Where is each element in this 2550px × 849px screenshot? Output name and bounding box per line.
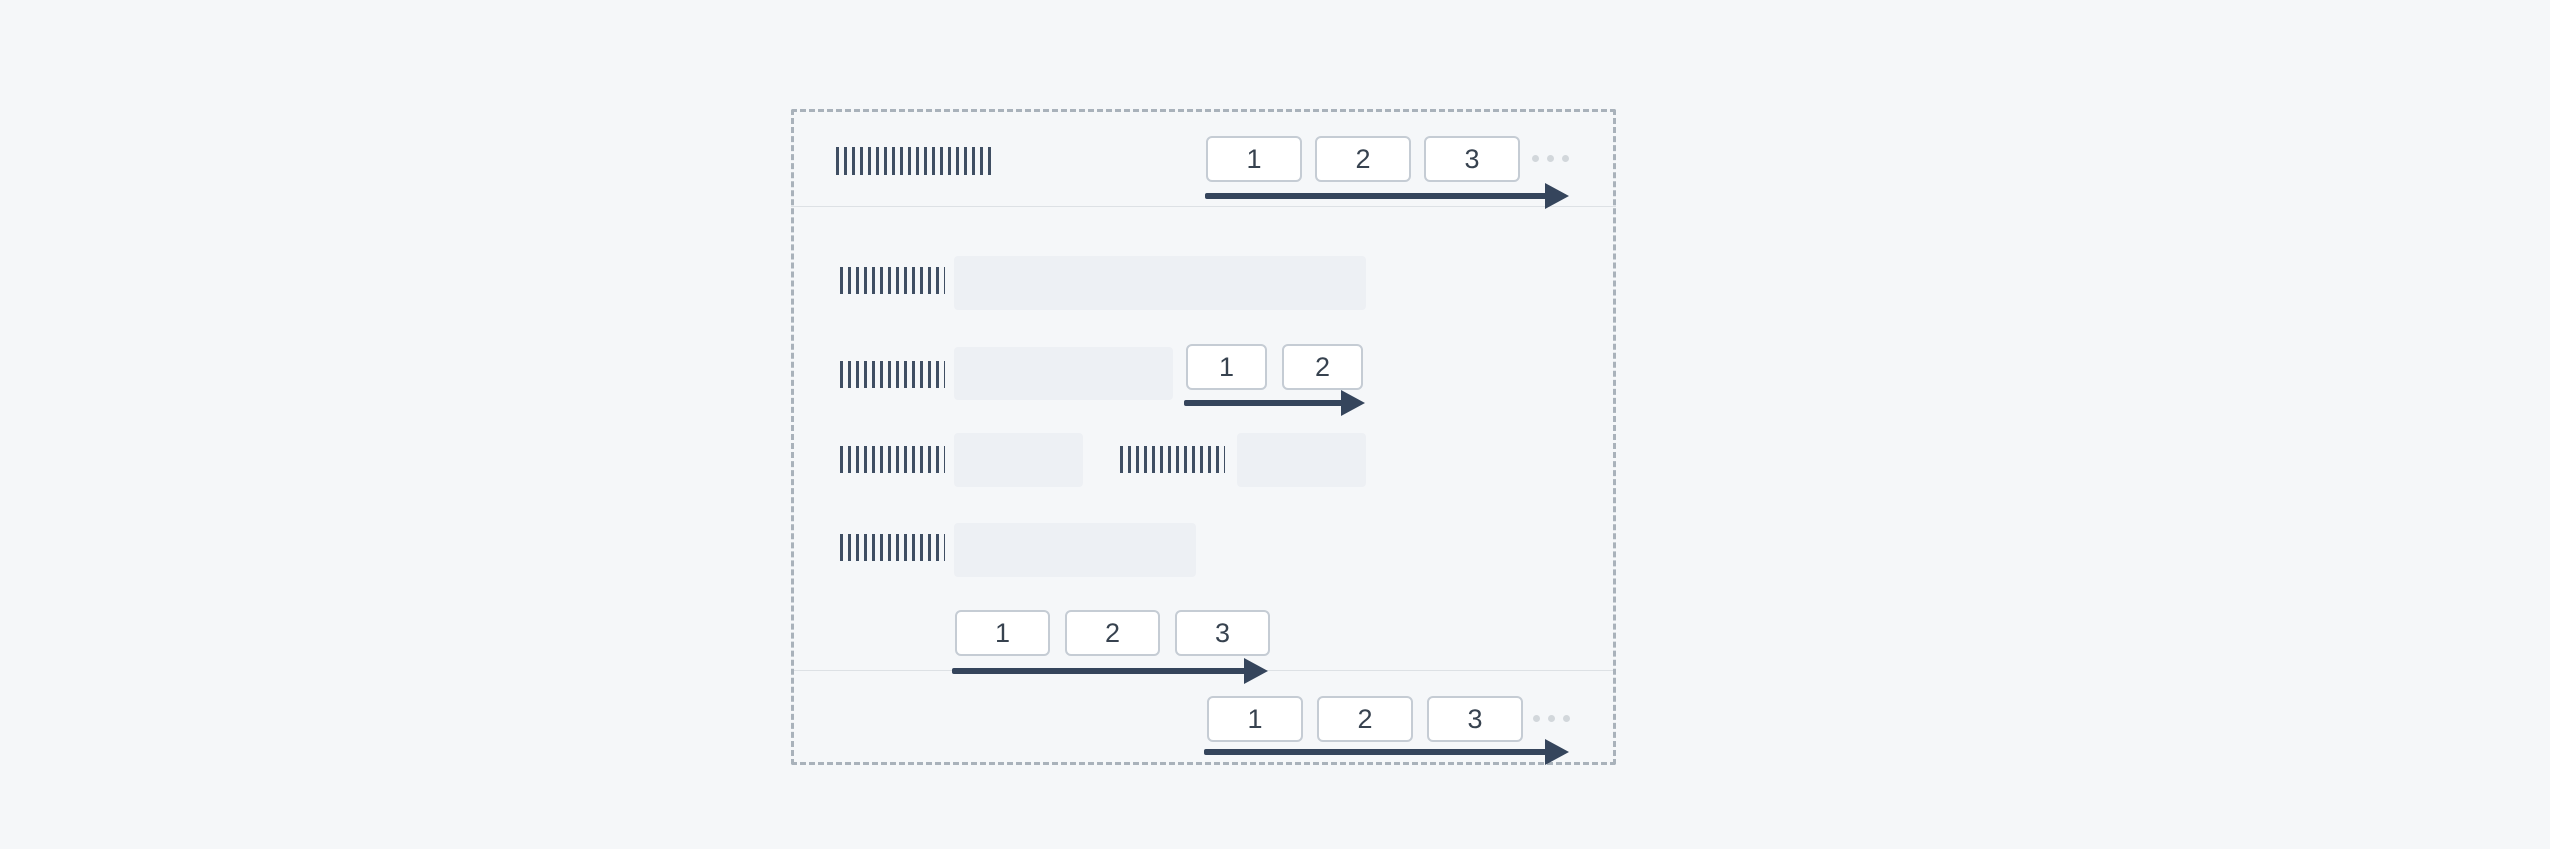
label-placeholder-row4 [840,534,945,561]
arrow-head-icon [1341,390,1365,416]
content-button-1[interactable]: 1 [955,610,1050,656]
dot [1547,155,1554,162]
row2-button-1[interactable]: 1 [1186,344,1267,390]
header-button-2[interactable]: 2 [1315,136,1411,182]
arrow-shaft [1204,749,1547,755]
arrow-shaft [1184,400,1343,406]
input-placeholder-row2[interactable] [954,347,1173,400]
header-button-3[interactable]: 3 [1424,136,1520,182]
footer-button-2[interactable]: 2 [1317,696,1413,742]
label-placeholder-row3-right [1120,446,1225,473]
arrow-shaft [952,668,1246,674]
dot [1562,155,1569,162]
footer-button-1[interactable]: 1 [1207,696,1303,742]
dialog-frame: 1 2 3 1 2 1 2 3 [791,109,1616,765]
content-button-3[interactable]: 3 [1175,610,1270,656]
input-placeholder-row3-right[interactable] [1237,433,1366,487]
dot [1548,715,1555,722]
dot [1533,715,1540,722]
arrow-head-icon [1545,183,1569,209]
arrow-head-icon [1545,739,1569,765]
focus-order-arrow-header [1205,183,1569,209]
overflow-dots-icon [1532,155,1569,162]
footer-button-3[interactable]: 3 [1427,696,1523,742]
label-placeholder-row1 [840,267,945,294]
arrow-shaft [1205,193,1547,199]
dot [1532,155,1539,162]
overflow-dots-icon [1533,715,1570,722]
content-button-2[interactable]: 2 [1065,610,1160,656]
dashed-boundary [791,109,1616,765]
arrow-head-icon [1244,658,1268,684]
dot [1563,715,1570,722]
title-placeholder [836,147,994,175]
focus-order-arrow-footer [1204,739,1569,765]
label-placeholder-row3-left [840,446,945,473]
focus-order-arrow-content [952,658,1268,684]
row2-button-2[interactable]: 2 [1282,344,1363,390]
input-placeholder-row4[interactable] [954,523,1196,577]
input-placeholder-row3-left[interactable] [954,433,1083,487]
focus-order-arrow-row2 [1184,390,1365,416]
input-placeholder-row1[interactable] [954,256,1366,310]
label-placeholder-row2 [840,361,945,388]
header-button-1[interactable]: 1 [1206,136,1302,182]
header-divider [791,206,1616,207]
